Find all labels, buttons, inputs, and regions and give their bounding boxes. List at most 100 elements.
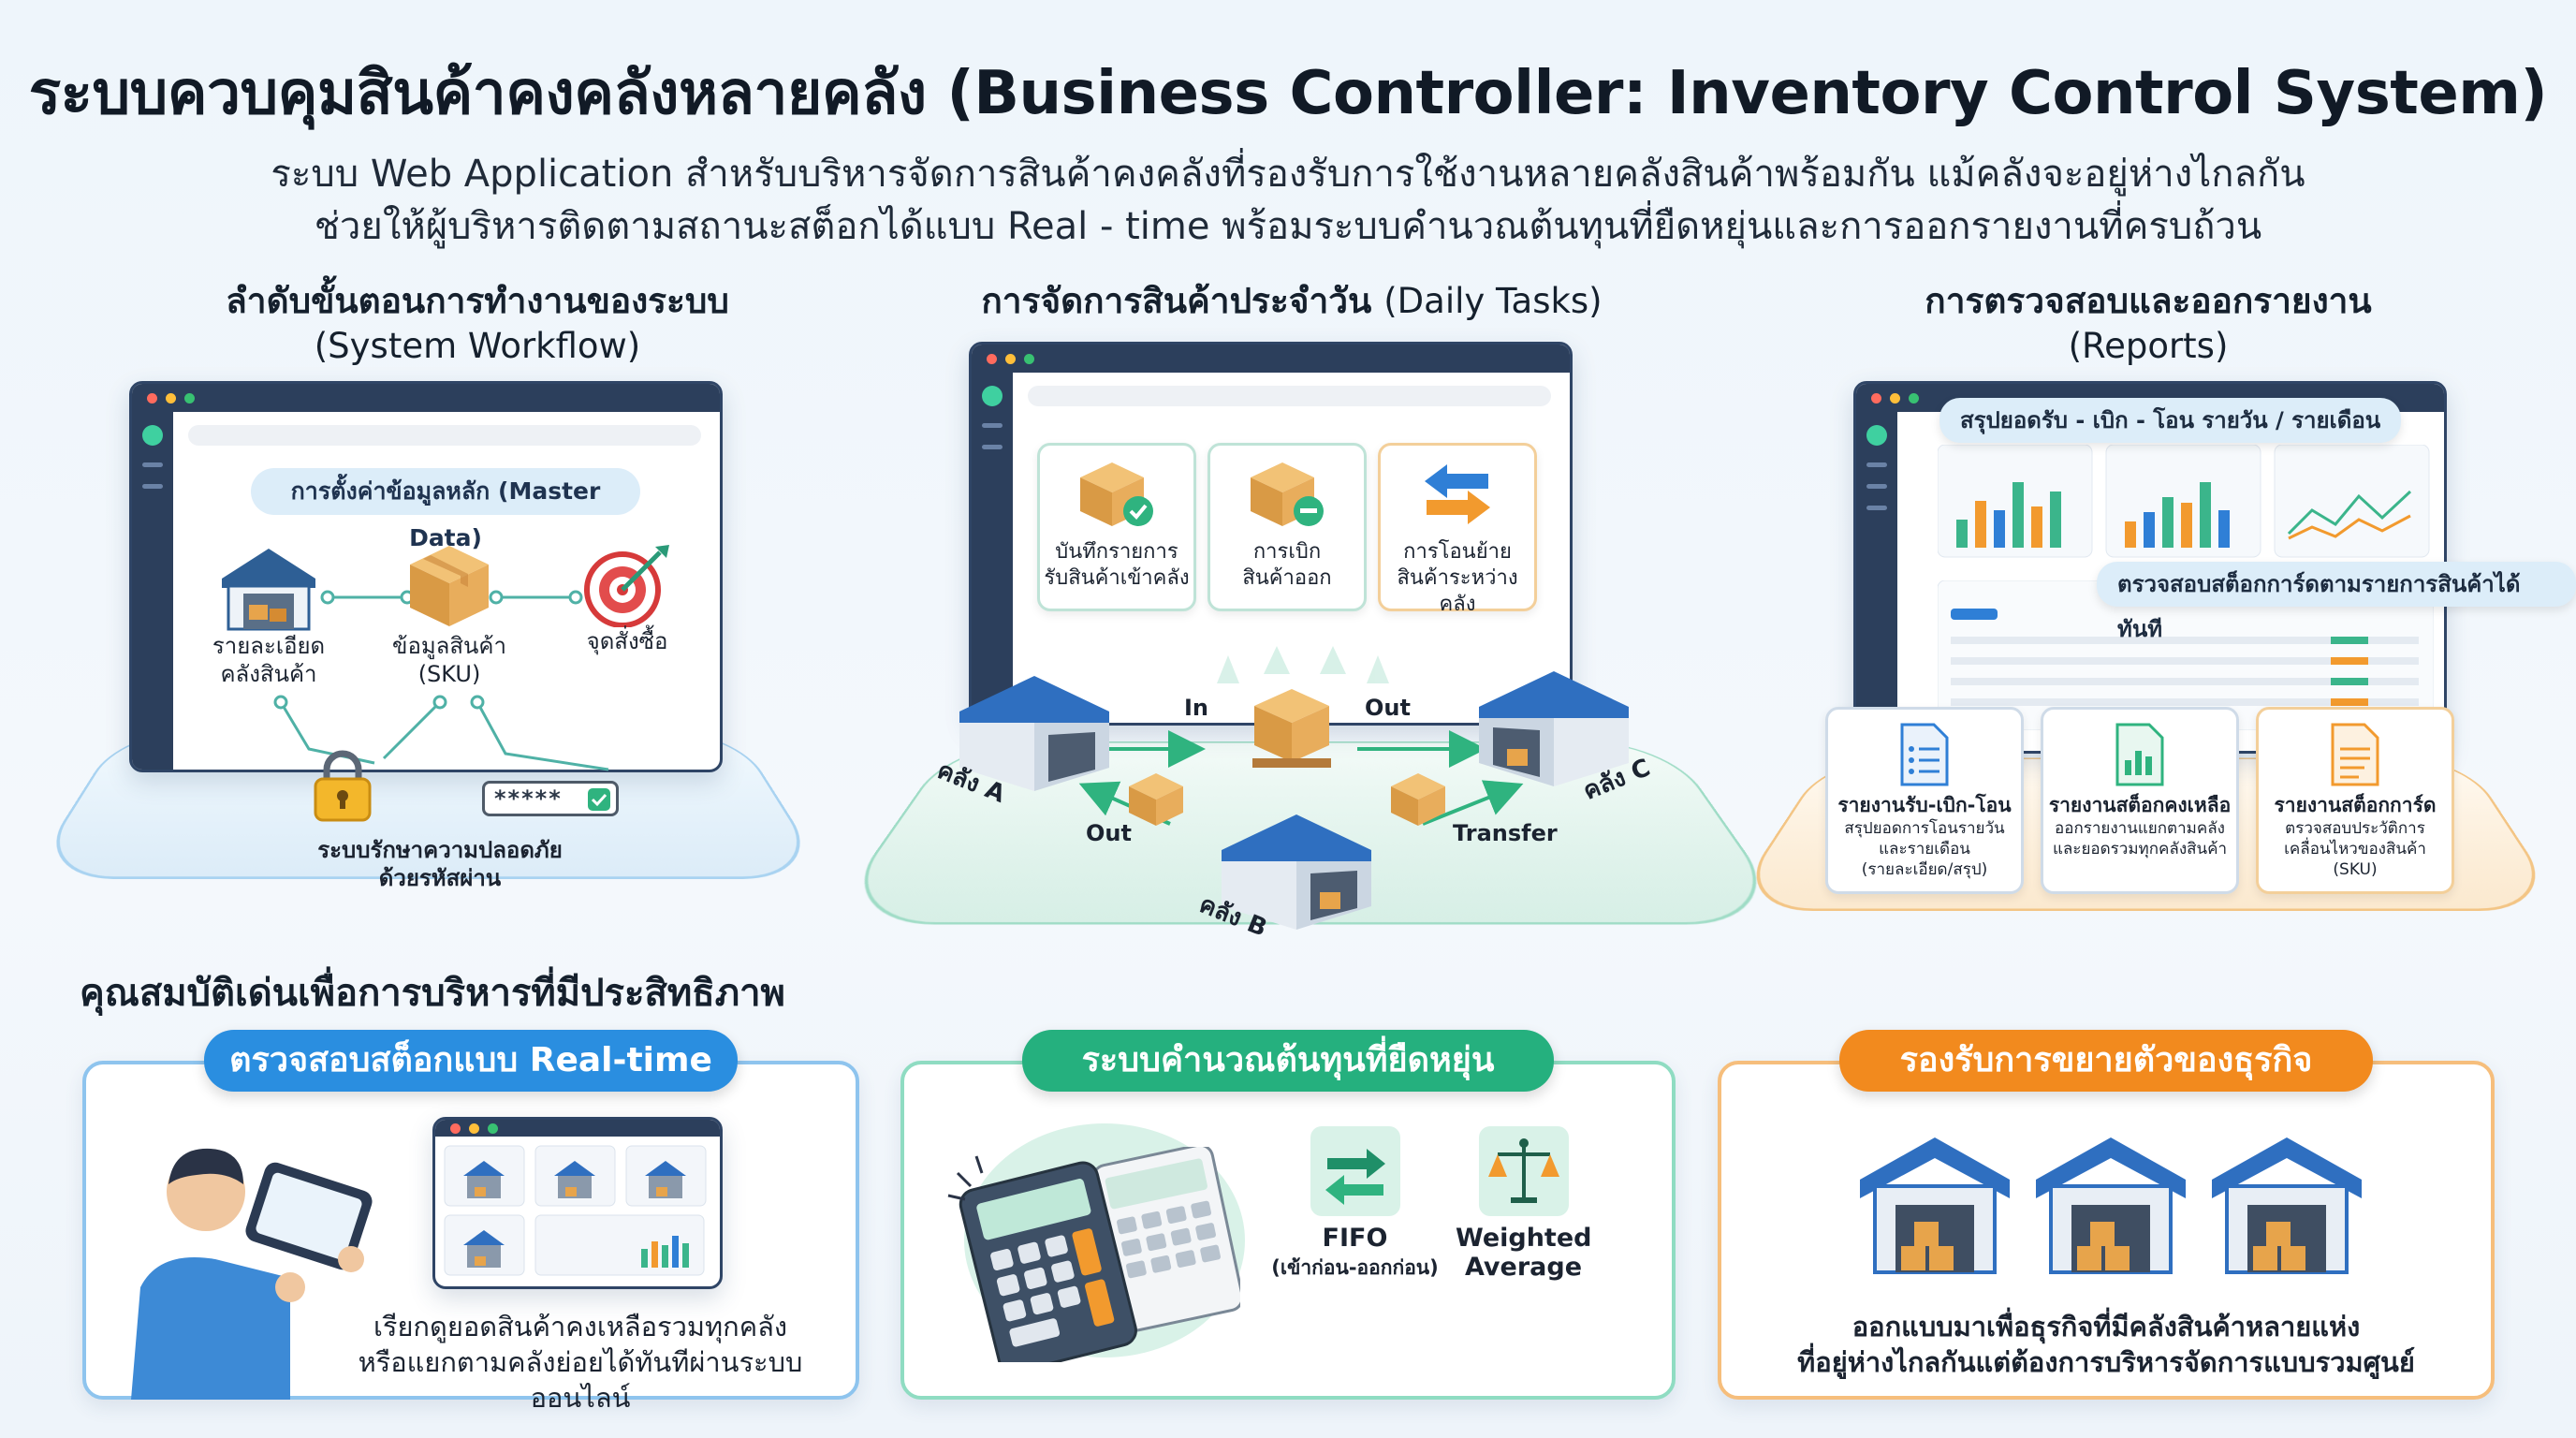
reports-heading-th: การตรวจสอบและออกรายงาน bbox=[1722, 279, 2574, 324]
warehouse-row-icons bbox=[1858, 1128, 2364, 1278]
realtime-dashboard bbox=[432, 1117, 723, 1289]
box-check-icon bbox=[1075, 457, 1159, 532]
fifo-subtitle: (เข้าก่อน-ออกก่อน) bbox=[1264, 1253, 1446, 1284]
report-movement-desc3: (รายละเอียด/สรุป) bbox=[1828, 859, 2021, 880]
report-movement-desc2: และรายเดือน bbox=[1828, 839, 2021, 859]
box-out-icon bbox=[1123, 770, 1189, 830]
report-balance-desc2: และยอดรวมทุกคลังสินค้า bbox=[2043, 839, 2236, 859]
target-icon bbox=[580, 543, 674, 627]
task-card-receive[interactable]: บันทึกรายการ รับสินค้าเข้าคลัง bbox=[1037, 443, 1196, 611]
box-icon bbox=[402, 538, 496, 632]
task-card-issue[interactable]: การเบิก สินค้าออก bbox=[1208, 443, 1367, 611]
task-issue-line1: การเบิก bbox=[1210, 539, 1364, 565]
realtime-desc-line2: หรือแยกตามคลังย่อยได้ทันทีผ่านระบบออนไลน… bbox=[309, 1344, 852, 1416]
expansion-desc-line2: ที่อยู่ห่างไกลกันแต่ต้องการบริหารจัดการแ… bbox=[1732, 1344, 2481, 1380]
flow-label-out-left: Out bbox=[1086, 820, 1132, 846]
box-transfer-icon bbox=[1385, 770, 1451, 830]
warehouse-label-2: คลังสินค้า bbox=[208, 660, 329, 688]
window-sidebar bbox=[1856, 412, 1897, 751]
wavg-line2: Average bbox=[1456, 1253, 1591, 1282]
warehouse-label-1: รายละเอียด bbox=[208, 632, 329, 660]
daily-heading-th: การจัดการสินค้าประจำวัน bbox=[981, 281, 1371, 321]
window-titlebar bbox=[132, 384, 720, 412]
scale-icon bbox=[1479, 1126, 1569, 1216]
window-urlbar bbox=[188, 425, 701, 446]
report-stockcard-desc1: ตรวจสอบประวัติการ bbox=[2259, 818, 2452, 839]
task-receive-line2: รับสินค้าเข้าคลัง bbox=[1040, 565, 1193, 592]
report-stockcard-title: รายงานสต็อกการ์ด bbox=[2259, 792, 2452, 818]
box-minus-icon bbox=[1245, 457, 1329, 532]
reports-heading: การตรวจสอบและออกรายงาน (Reports) bbox=[1722, 279, 2574, 369]
feature-pill-expansion: รองรับการขยายตัวของธุรกิจ bbox=[1839, 1030, 2373, 1092]
window-urlbar bbox=[1028, 386, 1551, 406]
workflow-item-warehouse: รายละเอียด คลังสินค้า bbox=[208, 543, 329, 688]
fifo-arrows-icon bbox=[1310, 1126, 1400, 1216]
feature-pill-costing: ระบบคำนวณต้นทุนที่ยืดหยุ่น bbox=[1022, 1030, 1554, 1092]
card-doc-icon bbox=[2327, 723, 2383, 786]
daily-heading-en: (Daily Tasks) bbox=[1383, 281, 1602, 321]
password-mask: ***** bbox=[494, 785, 563, 812]
feature-pill-realtime: ตรวจสอบสต็อกแบบ Real-time bbox=[204, 1030, 738, 1092]
flow-label-in: In bbox=[1184, 695, 1208, 721]
reorder-label: จุดสั่งซื้อ bbox=[562, 627, 693, 655]
reports-heading-en: (Reports) bbox=[1722, 324, 2574, 369]
report-movement-desc1: สรุปยอดการโอนรายวัน bbox=[1828, 818, 2021, 839]
workflow-heading-en: (System Workflow) bbox=[56, 324, 899, 369]
chart-doc-icon bbox=[2112, 723, 2168, 786]
flow-label-out-top: Out bbox=[1365, 695, 1411, 721]
transfer-arrows-icon bbox=[1415, 457, 1500, 532]
report-movement-title: รายงานรับ-เบิก-โอน bbox=[1828, 792, 2021, 818]
realtime-desc-line1: เรียกดูยอดสินค้าคงเหลือรวมทุกคลัง bbox=[309, 1309, 852, 1344]
warehouse-icon bbox=[217, 543, 320, 632]
security-label: ระบบรักษาความปลอดภัย ด้วยรหัสผ่าน bbox=[281, 836, 599, 892]
workflow-item-sku: ข้อมูลสินค้า (SKU) bbox=[379, 538, 520, 688]
features-heading: คุณสมบัติเด่นเพื่อการบริหารที่มีประสิทธิ… bbox=[80, 962, 785, 1022]
report-card-balance[interactable]: รายงานสต็อกคงเหลือ ออกรายงานแยกตามคลัง แ… bbox=[2041, 707, 2239, 894]
workflow-heading-th: ลำดับขั้นตอนการทำงานของระบบ bbox=[56, 279, 899, 324]
report-balance-desc1: ออกรายงานแยกตามคลัง bbox=[2043, 818, 2236, 839]
task-issue-line2: สินค้าออก bbox=[1210, 565, 1364, 592]
flow-label-transfer: Transfer bbox=[1453, 820, 1558, 846]
realtime-description: เรียกดูยอดสินค้าคงเหลือรวมทุกคลัง หรือแย… bbox=[309, 1309, 852, 1416]
task-receive-line1: บันทึกรายการ bbox=[1040, 539, 1193, 565]
report-balance-title: รายงานสต็อกคงเหลือ bbox=[2043, 792, 2236, 818]
check-icon bbox=[588, 788, 610, 811]
report-card-movement[interactable]: รายงานรับ-เบิก-โอน สรุปยอดการโอนรายวัน แ… bbox=[1825, 707, 2024, 894]
center-box-icon bbox=[1245, 683, 1339, 772]
window-titlebar bbox=[435, 1120, 720, 1137]
task-transfer-line2: สินค้าระหว่างคลัง bbox=[1381, 565, 1534, 618]
workflow-item-reorder: จุดสั่งซื้อ bbox=[562, 543, 693, 655]
list-doc-icon bbox=[1896, 723, 1953, 786]
report-stockcard-desc2: เคลื่อนไหวของสินค้า bbox=[2259, 839, 2452, 859]
master-data-label: การตั้งค่าข้อมูลหลัก (Master Data) bbox=[251, 468, 640, 515]
window-sidebar bbox=[132, 412, 173, 770]
task-card-transfer[interactable]: การโอนย้าย สินค้าระหว่างคลัง bbox=[1378, 443, 1537, 611]
page-subtitle: ระบบ Web Application สำหรับบริหารจัดการส… bbox=[0, 148, 2576, 253]
report-stockcard-desc3: (SKU) bbox=[2259, 859, 2452, 880]
lock-icon bbox=[312, 749, 373, 824]
weighted-average-method: Weighted Average bbox=[1456, 1126, 1591, 1282]
report-mini-charts bbox=[1938, 445, 2434, 566]
sku-label-2: (SKU) bbox=[379, 660, 520, 688]
window-titlebar bbox=[972, 345, 1570, 373]
report-bubble-summary: สรุปยอดรับ - เบิก - โอน รายวัน / รายเดือ… bbox=[1939, 398, 2401, 443]
security-label-2: ด้วยรหัสผ่าน bbox=[281, 864, 599, 892]
expansion-desc-line1: ออกแบบมาเพื่อธุรกิจที่มีคลังสินค้าหลายแห… bbox=[1732, 1309, 2481, 1344]
report-bubble-stockcard: ตรวจสอบสต็อกการ์ดตามรายการสินค้าได้ทันที bbox=[2097, 562, 2576, 607]
report-card-stockcard[interactable]: รายงานสต็อกการ์ด ตรวจสอบประวัติการ เคลื่… bbox=[2256, 707, 2454, 894]
dashboard-warehouses bbox=[435, 1138, 716, 1288]
subtitle-line-2: ช่วยให้ผู้บริหารติดตามสถานะสต็อกได้แบบ R… bbox=[0, 200, 2576, 253]
security-label-1: ระบบรักษาความปลอดภัย bbox=[281, 836, 599, 864]
calculator-icon bbox=[941, 1147, 1240, 1362]
password-field: ***** bbox=[482, 781, 619, 816]
sku-label-1: ข้อมูลสินค้า bbox=[379, 632, 520, 660]
fifo-method: FIFO (เข้าก่อน-ออกก่อน) bbox=[1264, 1126, 1446, 1284]
page-title: ระบบควบคุมสินค้าคงคลังหลายคลัง (Business… bbox=[0, 45, 2576, 140]
workflow-heading: ลำดับขั้นตอนการทำงานของระบบ (System Work… bbox=[56, 279, 899, 369]
wavg-line1: Weighted bbox=[1456, 1224, 1591, 1253]
fifo-title: FIFO bbox=[1264, 1224, 1446, 1253]
subtitle-line-1: ระบบ Web Application สำหรับบริหารจัดการส… bbox=[0, 148, 2576, 200]
expansion-description: ออกแบบมาเพื่อธุรกิจที่มีคลังสินค้าหลายแห… bbox=[1732, 1309, 2481, 1380]
task-transfer-line1: การโอนย้าย bbox=[1381, 539, 1534, 565]
daily-heading: การจัดการสินค้าประจำวัน (Daily Tasks) bbox=[880, 279, 1704, 324]
